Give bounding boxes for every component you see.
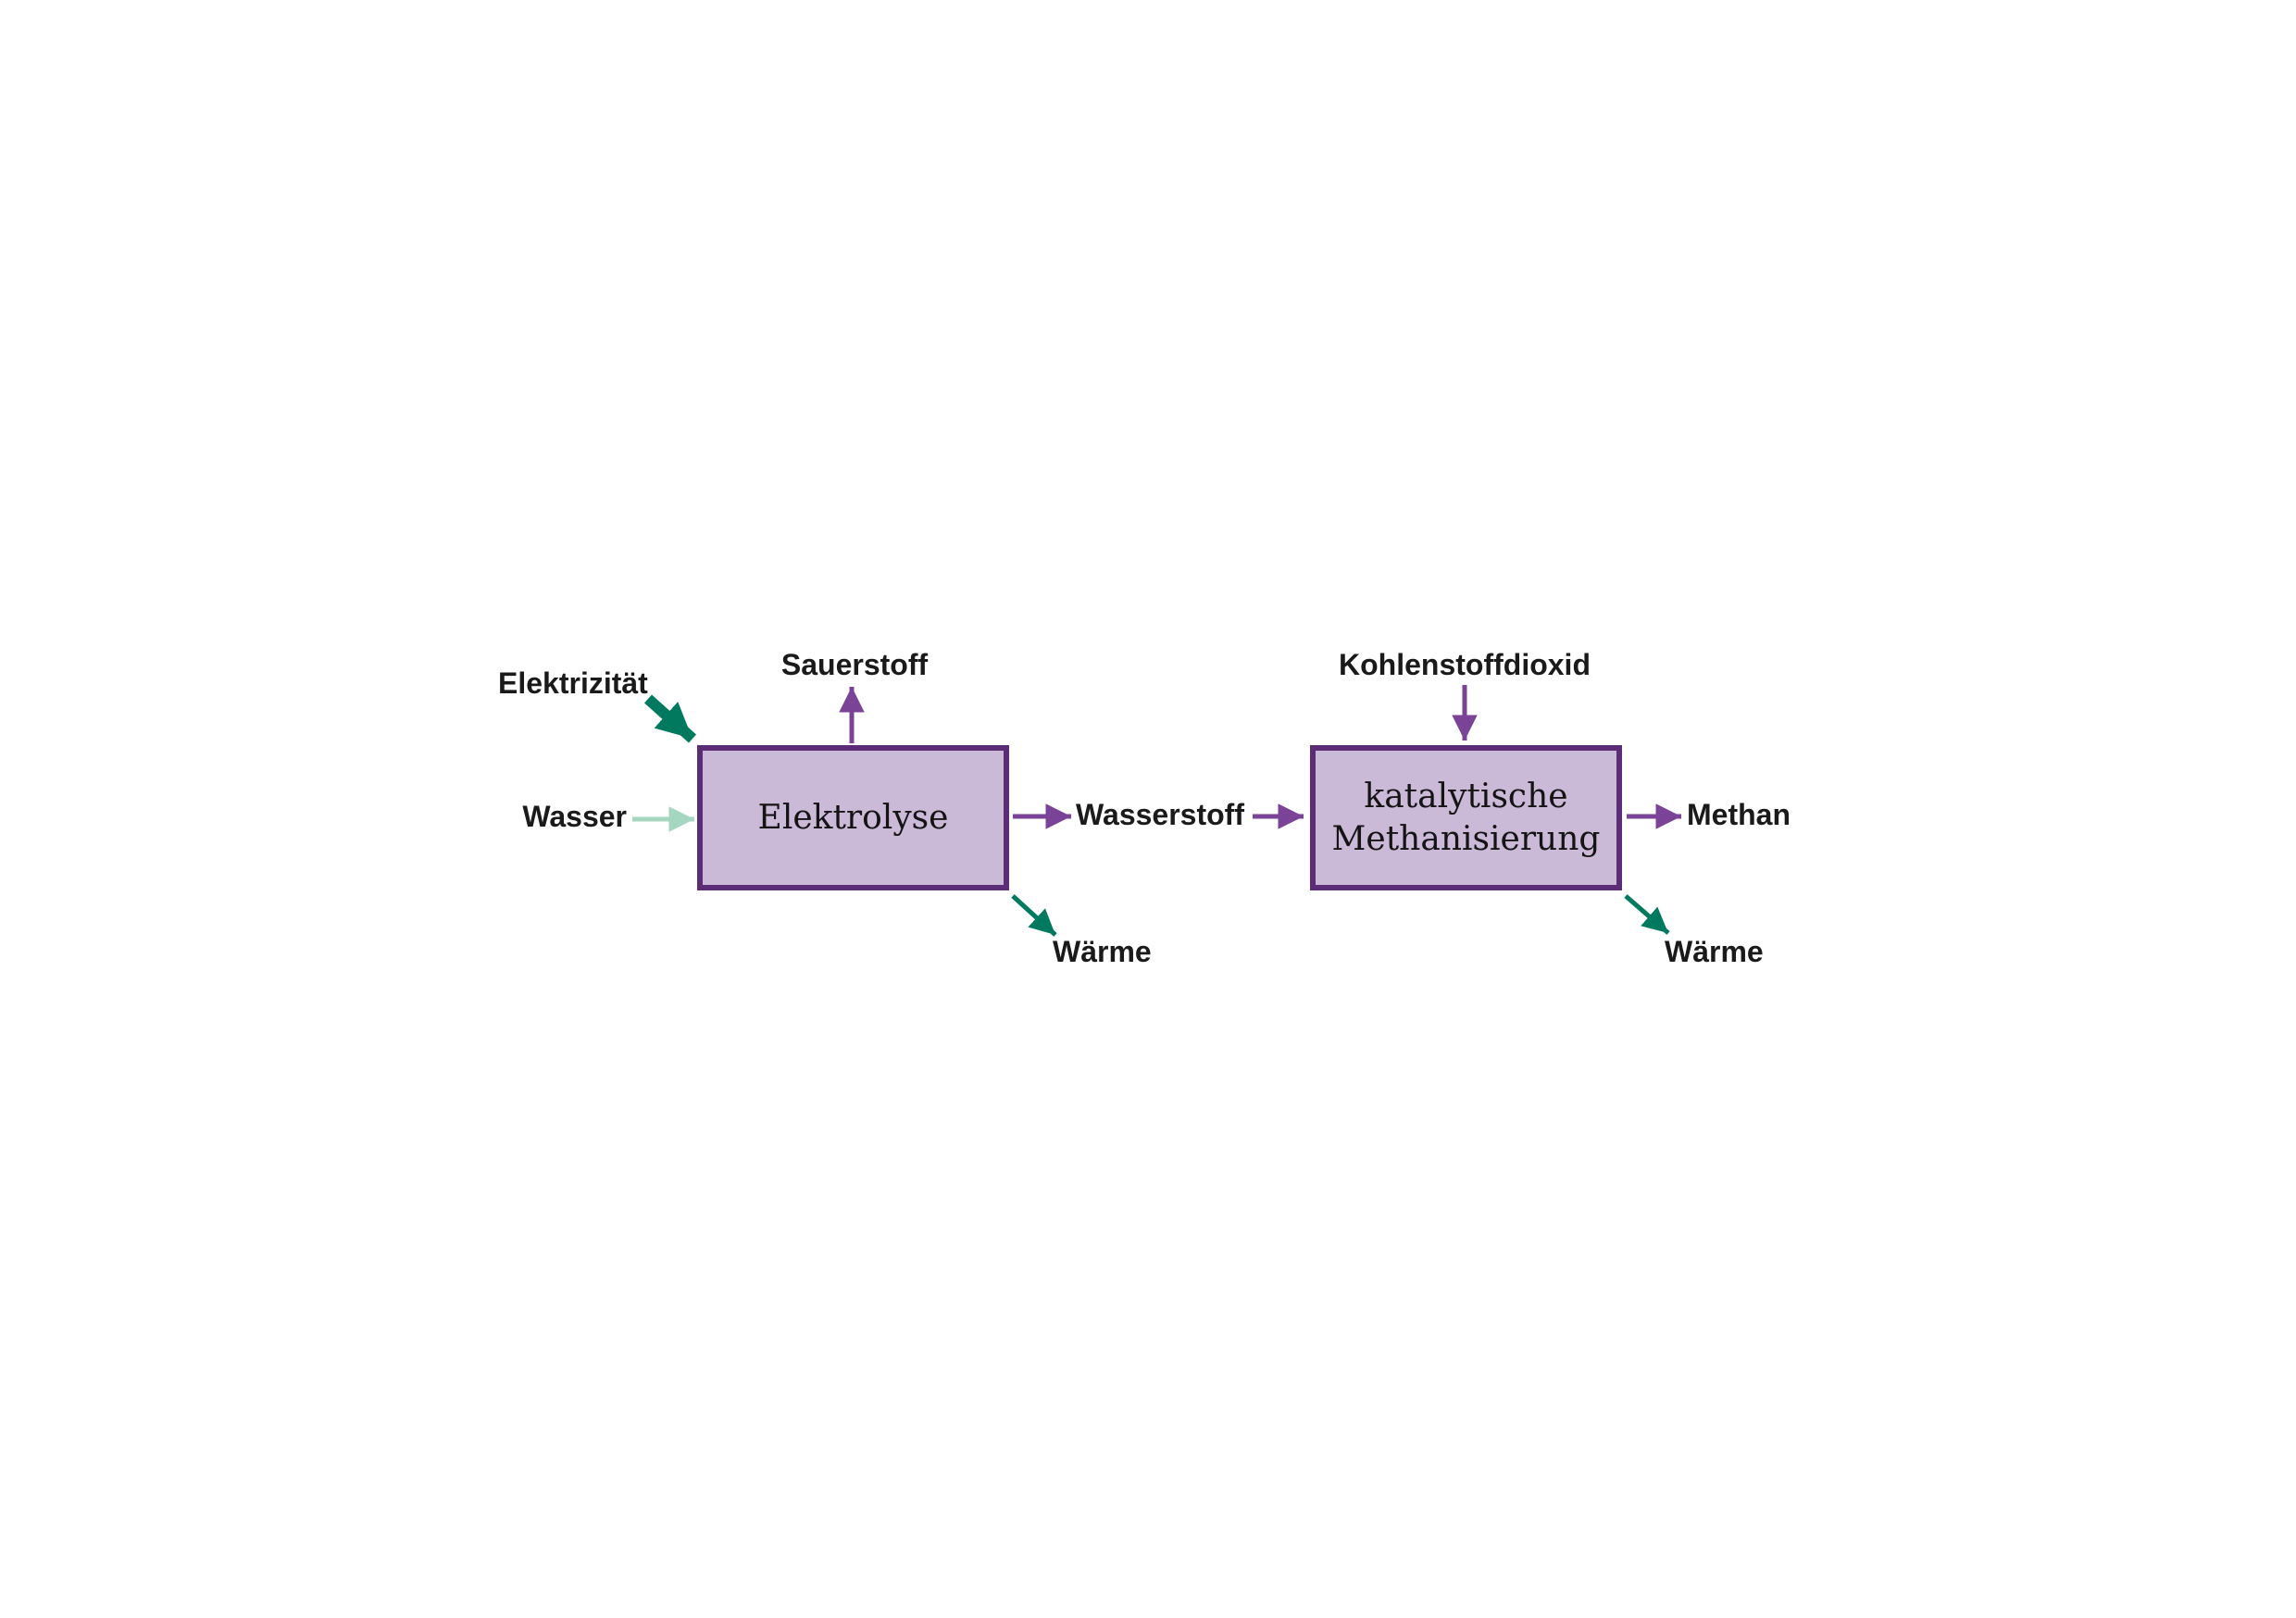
wasser-label: Wasser	[522, 800, 627, 833]
methanisierung-box-label: katalytische Methanisierung	[1332, 776, 1601, 861]
waerme-label-elektrolyse: Wärme	[1053, 935, 1152, 968]
arrow-waerme-methanisierung	[1624, 894, 1670, 935]
methan-label: Methan	[1687, 798, 1791, 831]
methanisierung-label-line2: Methanisierung	[1331, 819, 1601, 858]
waerme-label-methanisierung: Wärme	[1665, 935, 1764, 968]
kohlenstoffdioxid-label: Kohlenstoffdioxid	[1339, 648, 1591, 681]
methanisierung-label-line1: katalytische	[1364, 777, 1568, 815]
methanisierung-box: katalytische Methanisierung	[1310, 745, 1622, 890]
wasserstoff-label: Wasserstoff	[1076, 798, 1244, 831]
arrow-elektrizitaet-input	[643, 694, 697, 743]
elektrolyse-box-label: Elektrolyse	[757, 798, 949, 837]
sauerstoff-label: Sauerstoff	[780, 648, 929, 681]
elektrolyse-box: Elektrolyse	[697, 745, 1009, 890]
elektrizitaet-label: Elektrizität	[498, 666, 648, 700]
arrow-waerme-elektrolyse	[1011, 894, 1057, 937]
